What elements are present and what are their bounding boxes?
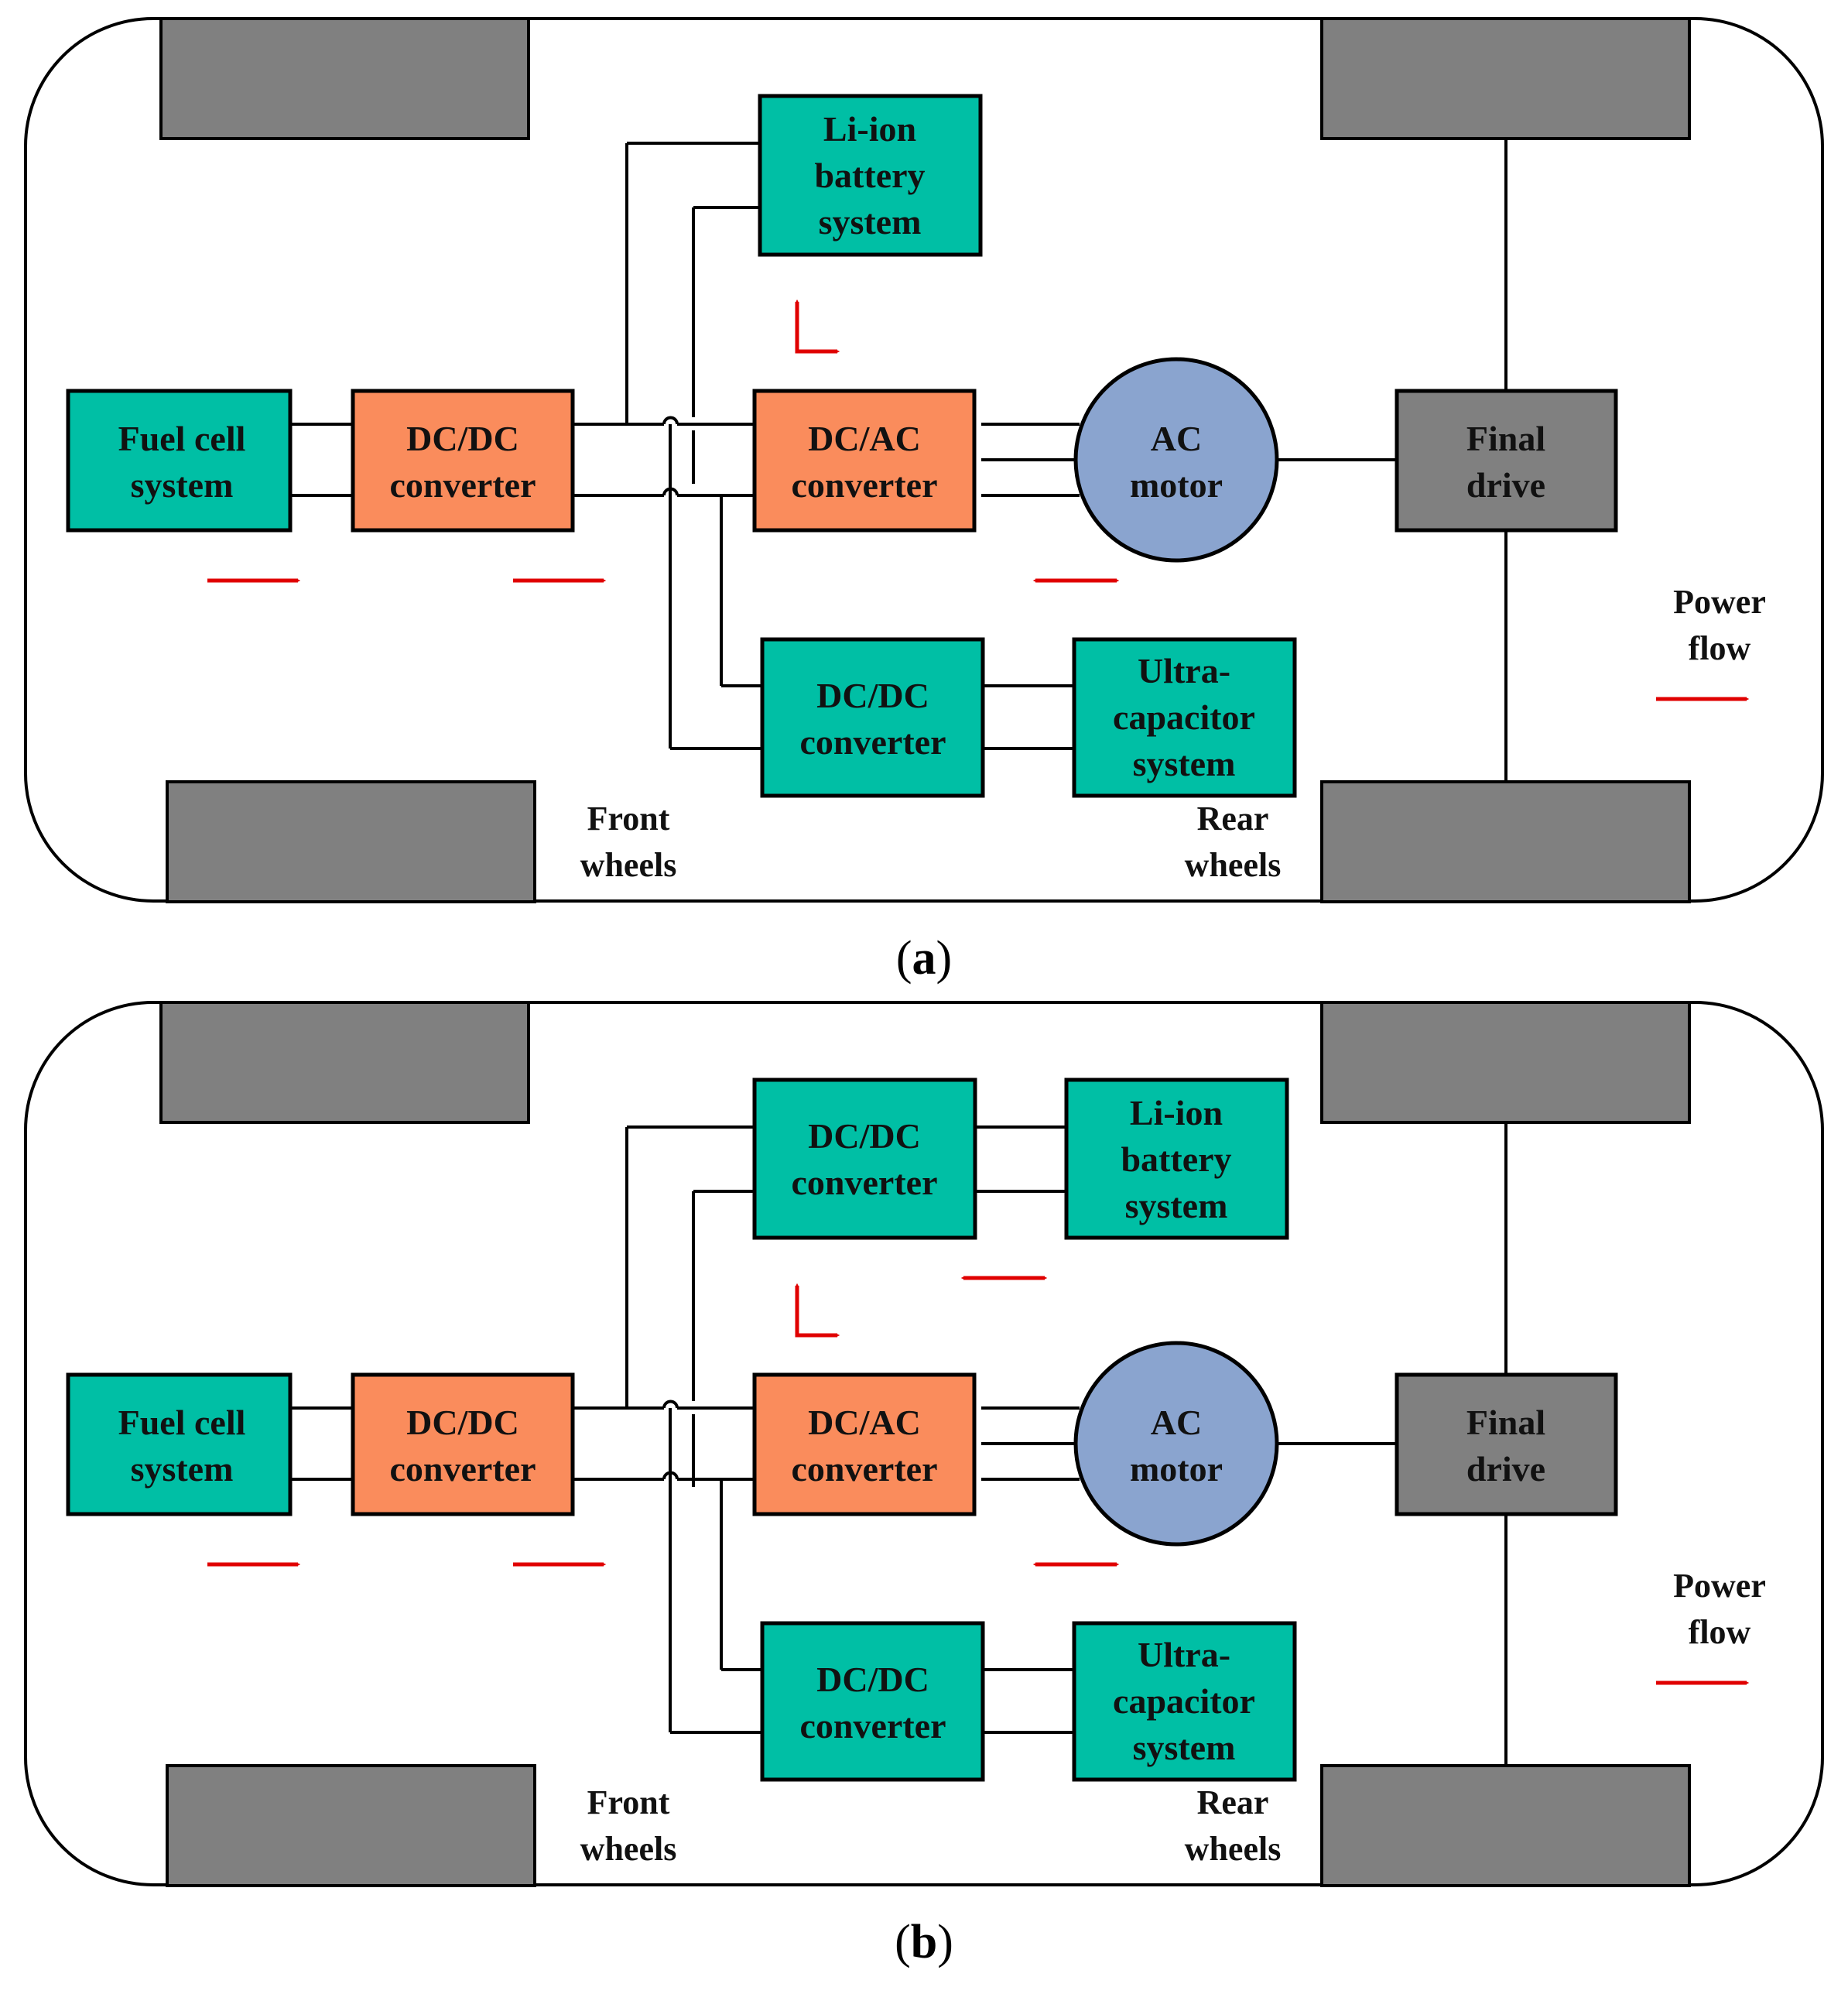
ultracap-label-line3: system [1133, 1728, 1236, 1767]
wheel-rear-bottom [1320, 780, 1691, 903]
power-flow-label-line2: flow [1689, 629, 1751, 667]
dcac-label-line1: DC/AC [808, 419, 921, 458]
ac-motor: AC motor [1073, 1341, 1279, 1547]
power-flow-arrows [207, 299, 1750, 701]
dcdc-battery-label-line2: converter [792, 1163, 938, 1202]
ultracapacitor-system: Ultra- capacitor system [1072, 637, 1297, 798]
front-wheels-label-line1: Front [587, 800, 670, 838]
final-drive-label-line1: Final [1466, 419, 1545, 458]
ultracap-label-line2: capacitor [1113, 1681, 1255, 1721]
dcac-label-line2: converter [792, 465, 938, 505]
caption-b: (b) [895, 1916, 953, 1968]
dcac-converter: DC/AC converter [752, 1372, 977, 1516]
dcdc-uc-label-line1: DC/DC [816, 676, 929, 715]
fuel-cell-label-line1: Fuel cell [118, 1403, 246, 1442]
final-drive: Final drive [1395, 1372, 1618, 1516]
dcdc-converter-ultracapacitor: DC/DC converter [760, 1621, 985, 1782]
power-flow-label-line1: Power [1673, 1567, 1766, 1605]
dcac-label-line1: DC/AC [808, 1403, 921, 1442]
wheel-rear-top [1320, 17, 1691, 140]
front-wheels-label-line1: Front [587, 1783, 670, 1821]
dcac-label-line2: converter [792, 1449, 938, 1489]
front-wheels-label-line2: wheels [580, 1830, 677, 1868]
dcdc-fuel-label-line1: DC/DC [406, 1403, 519, 1442]
fuel-cell-label-line1: Fuel cell [118, 419, 246, 458]
dcdc-fuel-label-line2: converter [390, 1449, 536, 1489]
arrow-battery-corner [795, 1283, 840, 1338]
dcdc-uc-label-line2: converter [800, 1706, 946, 1746]
motor-label-line1: AC [1151, 1403, 1202, 1442]
dcdc-converter-ultracapacitor: DC/DC converter [760, 637, 985, 798]
rear-wheels-label-line2: wheels [1185, 1830, 1282, 1868]
motor-label-line2: motor [1130, 465, 1223, 505]
fuel-cell-system: Fuel cell system [66, 389, 293, 533]
wheel-rear-bottom [1320, 1764, 1691, 1887]
final-drive: Final drive [1395, 389, 1618, 533]
power-flow-label-line2: flow [1689, 1613, 1751, 1651]
battery-label-line2: battery [814, 156, 925, 195]
motor-label-line2: motor [1130, 1449, 1223, 1489]
ultracap-label-line1: Ultra- [1138, 651, 1230, 690]
panel-b: Fuel cell system DC/DC converter DC/DC c… [24, 1001, 1824, 1968]
wheel-front-bottom [166, 1764, 536, 1887]
rear-wheels-label-line2: wheels [1185, 846, 1282, 884]
caption-a: (a) [896, 932, 952, 985]
battery-label-line3: system [819, 202, 922, 242]
battery-label-line3: system [1125, 1186, 1228, 1225]
battery-label-line1: Li-ion [1130, 1093, 1223, 1132]
dcdc-converter-fuel-cell: DC/DC converter [351, 389, 575, 533]
final-drive-label-line1: Final [1466, 1403, 1545, 1442]
li-ion-battery-system: Li-ion battery system [758, 94, 983, 257]
dcdc-converter-fuel-cell: DC/DC converter [351, 1372, 575, 1516]
ultracap-label-line1: Ultra- [1138, 1635, 1230, 1674]
motor-label-line1: AC [1151, 419, 1202, 458]
dcdc-converter-battery: DC/DC converter [752, 1078, 977, 1240]
dcdc-uc-label-line1: DC/DC [816, 1660, 929, 1699]
arrow-battery-corner [795, 299, 840, 354]
wheel-front-top [159, 1001, 530, 1124]
wheel-front-top [159, 17, 530, 140]
front-wheels-label-line2: wheels [580, 846, 677, 884]
power-flow-label-line1: Power [1673, 583, 1766, 621]
dcac-converter: DC/AC converter [752, 389, 977, 533]
fuel-cell-system: Fuel cell system [66, 1372, 293, 1516]
panel-a: Fuel cell system DC/DC converter Li-ion … [24, 17, 1824, 985]
ultracap-label-line2: capacitor [1113, 697, 1255, 737]
battery-label-line1: Li-ion [823, 109, 916, 149]
fuel-cell-label-line2: system [131, 1449, 234, 1489]
rear-wheels-label-line1: Rear [1197, 800, 1269, 838]
wiring [290, 1122, 1507, 1766]
dcdc-fuel-label-line2: converter [390, 465, 536, 505]
wheel-front-bottom [166, 780, 536, 903]
final-drive-label-line2: drive [1466, 1449, 1545, 1489]
dcdc-uc-label-line2: converter [800, 722, 946, 762]
final-drive-label-line2: drive [1466, 465, 1545, 505]
ac-motor: AC motor [1073, 357, 1279, 563]
wiring [290, 139, 1507, 782]
dcdc-battery-label-line1: DC/DC [808, 1116, 921, 1156]
ultracap-label-line3: system [1133, 744, 1236, 783]
ultracapacitor-system: Ultra- capacitor system [1072, 1621, 1297, 1782]
battery-label-line2: battery [1121, 1139, 1231, 1179]
fuel-cell-label-line2: system [131, 465, 234, 505]
wheel-rear-top [1320, 1001, 1691, 1124]
power-flow-arrows [207, 1276, 1750, 1685]
li-ion-battery-system: Li-ion battery system [1064, 1078, 1289, 1240]
dcdc-fuel-label-line1: DC/DC [406, 419, 519, 458]
rear-wheels-label-line1: Rear [1197, 1783, 1269, 1821]
